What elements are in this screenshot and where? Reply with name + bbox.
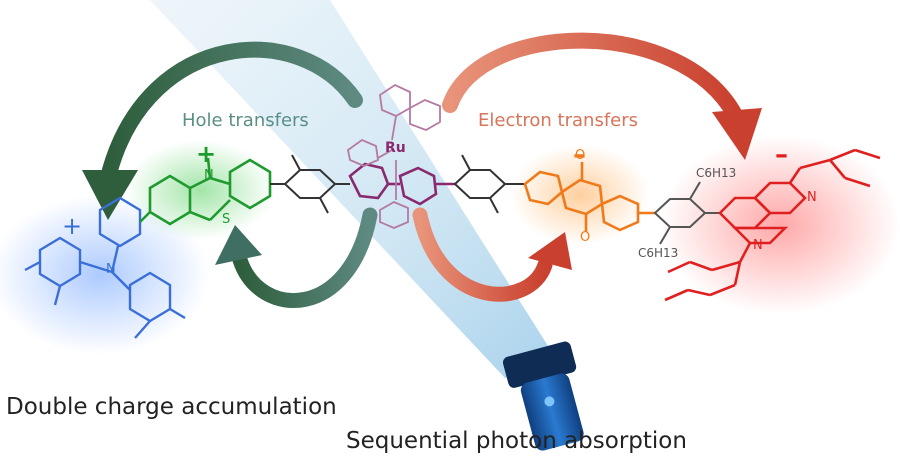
charge-plus-ptz: + bbox=[196, 140, 217, 168]
ndi-glow bbox=[660, 135, 900, 315]
phenothiazine-acceptor bbox=[139, 157, 272, 226]
naphthalene-diimide-acceptor bbox=[664, 148, 881, 302]
hexyl-top-label: C6H13 bbox=[696, 166, 737, 180]
ru-bipyridine-complex bbox=[347, 83, 455, 229]
xylyl-linker-right bbox=[453, 154, 525, 214]
aq-glow bbox=[510, 145, 650, 245]
donor-glow bbox=[0, 195, 210, 355]
hole-arrow-lower bbox=[232, 207, 378, 308]
dialkyl-phenylene bbox=[653, 181, 720, 245]
aq-oxygen-bottom: O bbox=[580, 230, 591, 245]
hole-arrow-lower-head bbox=[215, 225, 262, 265]
electron-arrow-lower-head bbox=[528, 232, 572, 270]
aq-oxygen-top: O bbox=[575, 148, 586, 163]
electron-arrow-upper bbox=[442, 32, 743, 123]
amine-nitrogen-label: N bbox=[106, 262, 116, 277]
sulfur-atom-label: S bbox=[222, 212, 231, 227]
hole-arrow-upper bbox=[102, 41, 363, 178]
flashlight bbox=[502, 341, 584, 451]
triarylamine-donor bbox=[24, 196, 186, 339]
hexyl-bottom-label: C6H13 bbox=[638, 246, 679, 260]
charge-minus-ndi: – bbox=[775, 140, 788, 170]
electron-arrow-lower bbox=[412, 207, 553, 302]
electron-arrow-upper-head bbox=[712, 108, 762, 160]
double-charge-caption: Double charge accumulation bbox=[6, 394, 337, 420]
ru-atom-label: Ru bbox=[385, 140, 406, 156]
charge-plus-donor: + bbox=[62, 212, 83, 240]
hole-transfers-label: Hole transfers bbox=[182, 110, 309, 131]
electron-transfers-label: Electron transfers bbox=[478, 110, 639, 131]
charge-minus-aq: – bbox=[573, 140, 586, 170]
xylyl-linker-left bbox=[270, 154, 350, 214]
ndi-nitrogen-top: N bbox=[807, 190, 817, 205]
ndi-nitrogen-bottom: N bbox=[753, 238, 763, 253]
sequential-photon-caption: Sequential photon absorption bbox=[346, 428, 687, 454]
ptz-glow bbox=[125, 140, 275, 240]
hole-arrow-upper-head bbox=[82, 170, 138, 220]
ptz-nitrogen-label: N bbox=[204, 168, 214, 183]
anthraquinone-acceptor bbox=[523, 162, 655, 232]
